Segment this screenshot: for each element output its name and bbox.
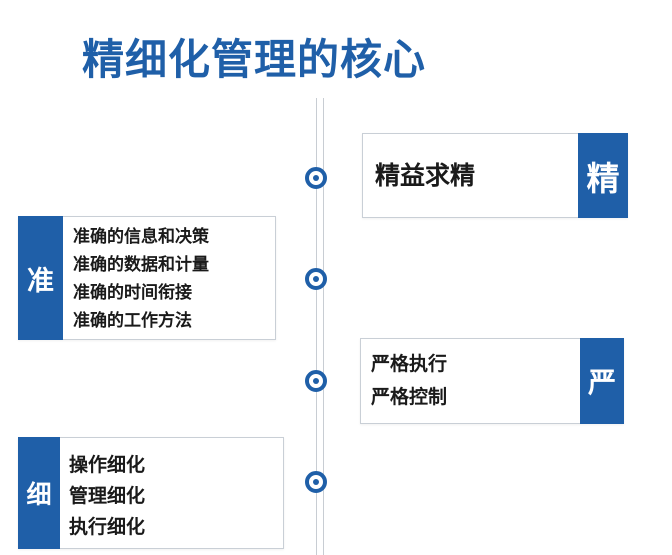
card-yan-item: 严格执行 [371,353,448,375]
card-yan-item: 严格控制 [371,386,448,408]
card-yan-items: 严格执行 严格控制 [371,348,447,414]
card-jing-items: 精益求精 [375,160,475,192]
card-xi-tag: 细 [18,437,60,549]
card-zhun-tag: 准 [18,216,63,340]
card-zhun-item: 准确的工作方法 [73,311,192,331]
card-jing: 精益求精 精 [362,133,628,218]
card-zhun-item: 准确的数据和计量 [73,255,209,275]
timeline-node-xi [305,471,327,493]
card-jing-tag: 精 [578,133,628,218]
timeline-line [316,98,324,555]
card-zhun-item: 准确的信息和决策 [73,227,209,247]
card-zhun-items: 准确的信息和决策 准确的数据和计量 准确的时间衔接 准确的工作方法 [73,223,209,335]
timeline-node-zhun [305,268,327,290]
card-xi-item: 执行细化 [69,516,146,538]
card-yan-tag: 严 [580,338,624,424]
card-xi-item: 操作细化 [69,454,146,476]
card-xi: 细 操作细化 管理细化 执行细化 [18,437,284,549]
card-xi-items: 操作细化 管理细化 执行细化 [69,450,145,543]
page-title: 精细化管理的核心 [82,35,427,84]
card-xi-item: 管理细化 [69,485,146,507]
card-zhun-item: 准确的时间衔接 [73,283,192,303]
timeline-node-jing [305,167,327,189]
card-yan: 严格执行 严格控制 严 [360,338,624,424]
card-jing-item: 精益求精 [375,161,476,190]
timeline-node-yan [305,370,327,392]
card-zhun: 准 准确的信息和决策 准确的数据和计量 准确的时间衔接 准确的工作方法 [18,216,276,340]
